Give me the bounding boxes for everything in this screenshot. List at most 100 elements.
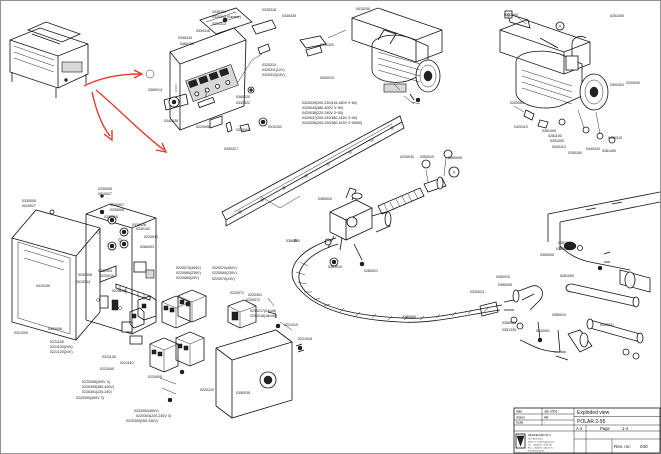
part-number-label: 0330317 — [224, 147, 238, 151]
part-number-label: 0300010 — [320, 76, 334, 80]
part-number-label: 0330005 — [22, 199, 36, 203]
part-number-label: 0221015 — [298, 337, 312, 341]
part-number-label: 0220302(400V) — [134, 409, 159, 413]
part-number-label: 0230217(24volt) — [250, 309, 276, 313]
part-number-label: 0220120 — [200, 388, 214, 392]
part-number-label: 0220008 — [196, 125, 210, 129]
part-number-label: 0410200 — [356, 7, 370, 11]
part-number-label: 0220070(24V) — [212, 277, 235, 281]
part-number-label: 0220300(400V 3) — [76, 396, 104, 400]
part-number-label: 0320311(12V) — [262, 68, 285, 72]
tb-company-line-3: Tel.: +31(0)73 - 6222 111 — [528, 445, 553, 447]
part-number-label: 0360014 — [148, 88, 162, 92]
part-number-label: 0230218(18volt) — [250, 314, 276, 318]
callout-a-label: A — [559, 24, 562, 29]
part-number-label: 0420037(200-240/380-415V 3~50) — [302, 116, 357, 120]
tb-drawn-label: drawn — [516, 416, 525, 420]
part-number-label: 0220060(24V) — [176, 276, 199, 280]
part-number-label: 0351335 — [502, 328, 516, 332]
callout-a-top: A — [555, 21, 565, 31]
machine-overview — [9, 21, 89, 98]
tb-sheet-label: Page — [600, 426, 610, 431]
part-number-label: 0350020 — [556, 247, 570, 251]
part-number-label: 0200081 — [510, 101, 524, 105]
part-number-label: 0230003 — [98, 269, 112, 273]
part-number-label: 0330322 — [236, 101, 250, 105]
part-number-label: 0320310 — [262, 63, 276, 67]
part-number-label: 0321000 — [14, 331, 28, 335]
part-number-label: 0330315 — [178, 36, 192, 40]
part-number-label: 0220305(380-400V) — [82, 385, 114, 389]
red-pointer-arrows — [83, 69, 168, 153]
part-number-label: 0350010 — [420, 155, 434, 159]
part-number-label: 0380050 — [286, 239, 300, 243]
part-number-label: 0220071 — [230, 291, 244, 295]
part-number-label: 0010027 — [22, 204, 36, 208]
part-number-label: 0200100 — [568, 151, 582, 155]
part-number-label: 0360020 — [236, 95, 250, 99]
part-number-label: 0380060 — [402, 315, 416, 319]
part-number-label: 0350029 — [502, 321, 516, 325]
part-number-label: 0251400 — [610, 14, 624, 18]
part-number-label: 0420110 — [514, 125, 528, 129]
part-number-label: 0330319 — [236, 128, 250, 132]
part-number-label: 0030007 — [110, 203, 124, 207]
tb-title-label: Exploded view — [577, 410, 610, 416]
part-number-label: 0300302 — [610, 83, 624, 87]
part-number-label: 0350005 — [540, 253, 554, 257]
part-number-label: 0350035 — [236, 391, 250, 395]
part-number-label: 0420110 — [552, 145, 566, 149]
part-number-label: 0220060(230V) — [212, 271, 237, 275]
part-number-label: 0330324 — [212, 10, 226, 14]
part-number-label: 0281000 — [560, 274, 574, 278]
part-number-label: 0340038 — [164, 119, 178, 123]
part-number-label: 0220010 — [144, 235, 158, 239]
part-number-label: 0330102 — [136, 227, 150, 231]
part-number-label: 0221110 — [120, 361, 133, 365]
part-number-label: 0220005 — [148, 375, 162, 379]
part-number-label: 0280021 — [364, 269, 378, 273]
part-number-label: 0221106 — [102, 355, 116, 359]
part-number-label: 0220301(220-240) — [82, 390, 112, 394]
part-number-label: 0420039(200-220/415-460V 3~60) — [302, 101, 357, 105]
tb-company-line-1: P.O. BOX 2113 — [528, 439, 543, 441]
part-number-label: 0030008 — [78, 273, 92, 277]
part-number-label: 0330320 — [320, 43, 334, 47]
part-number-label: 0220018 — [112, 289, 126, 293]
part-number-label: 0221010 — [284, 323, 298, 327]
tb-drawn-value: HB — [544, 416, 548, 420]
part-number-label: 0221130(24V) — [50, 345, 73, 349]
part-number-label: 0281100 — [548, 134, 562, 138]
part-number-label: 0380020 — [318, 197, 332, 201]
tb-date-label: date — [516, 410, 522, 414]
part-number-label: 0350010 — [552, 313, 566, 317]
part-number-label: 0330006 — [48, 327, 62, 331]
part-number-label: 0281400 — [602, 149, 616, 153]
part-number-label: 0350039 — [498, 283, 512, 287]
part-number-label: 0330318 — [262, 8, 276, 12]
part-number-label: 0220071 — [246, 298, 260, 302]
callout-b-top: B — [504, 10, 513, 19]
part-number-label: 0221120(24V) — [50, 350, 73, 354]
part-number-label: 0221100 — [50, 340, 64, 344]
part-number-label: 0230030 — [400, 155, 414, 159]
part-number-label: 0200040 — [626, 81, 640, 85]
part-number-label: 0330026 — [132, 223, 146, 227]
tb-company-line-4: Fax: +31(0)73 - 6222 171 — [528, 448, 554, 450]
part-number-label: 0220308(400V 3) — [82, 380, 110, 384]
part-number-label: 0420038(220-240V 3~50) — [302, 111, 343, 115]
part-number-label: 0220300(200-330V) — [126, 419, 158, 423]
part-number-label: 0220070(400V) — [212, 266, 237, 270]
electrical-cabinet — [11, 194, 305, 419]
vacuum-pump-left — [327, 7, 443, 105]
valve-hose-assembly: A B — [291, 149, 503, 323]
part-number-label: 0330330 — [282, 14, 296, 18]
frame-rail — [221, 115, 405, 227]
part-number-label: 0220400 — [504, 13, 518, 17]
part-number-label: 0330313 — [212, 22, 226, 26]
tb-scale-value: - — [544, 421, 545, 425]
tb-rev-value: 040 — [640, 444, 648, 449]
